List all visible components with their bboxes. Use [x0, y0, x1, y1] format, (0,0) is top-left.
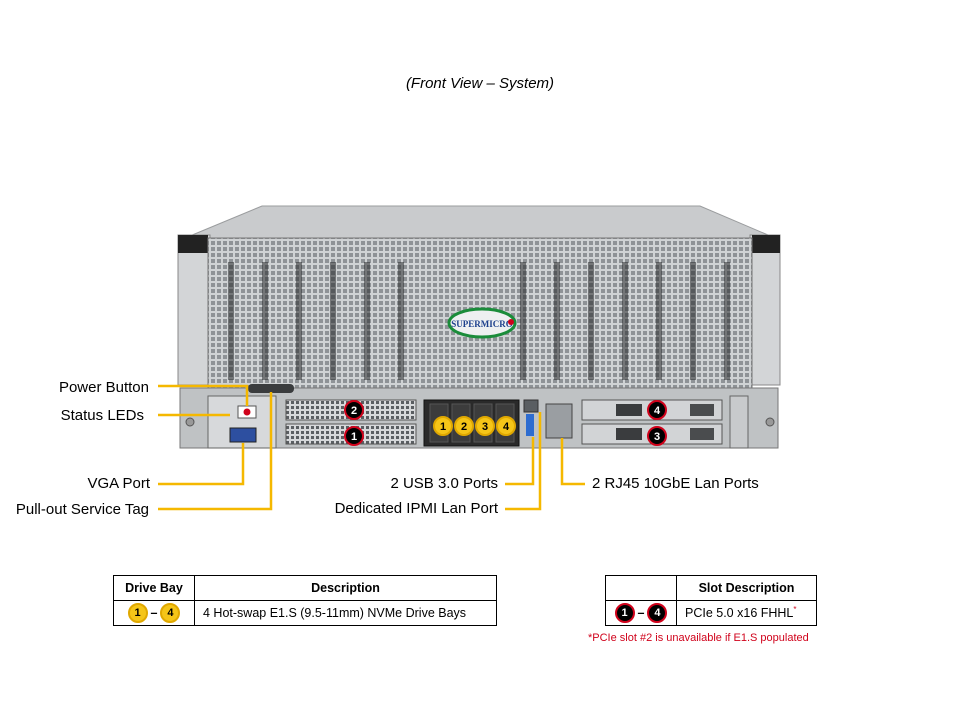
- svg-text:4: 4: [654, 405, 661, 417]
- svg-text:3: 3: [482, 421, 488, 433]
- left-rack-ear: [177, 234, 211, 386]
- logo-text: SUPERMICRO: [451, 319, 513, 329]
- slot-range: 1–4: [605, 600, 677, 626]
- vga-port-label: VGA Port: [87, 475, 150, 492]
- vga-port-graphic: [229, 427, 257, 443]
- svg-text:1: 1: [440, 421, 446, 433]
- status-leds-label: Status LEDs: [60, 407, 144, 424]
- drive-bay-badge-1: 1: [433, 416, 453, 436]
- pcie-slot-badge-3: 3: [647, 426, 667, 446]
- ipmi-port-callout-line: [505, 412, 542, 511]
- drive-bay-table: Drive Bay Description 1–4 4 Hot-swap E1.…: [113, 575, 497, 626]
- drive-description: 4 Hot-swap E1.S (9.5-11mm) NVMe Drive Ba…: [194, 600, 497, 626]
- slot-range-separator: –: [637, 606, 645, 620]
- pcie-footnote: *PCIe slot #2 is unavailable if E1.S pop…: [588, 632, 809, 644]
- drive-bay-header: Drive Bay: [113, 575, 195, 601]
- slot-blank-header: [605, 575, 677, 601]
- slot-description-cell: PCIe 5.0 x16 FHHL*: [676, 600, 817, 626]
- service-tag-callout-line: [158, 392, 273, 511]
- svg-text:2: 2: [351, 405, 357, 417]
- service-tag-label: Pull-out Service Tag: [15, 501, 149, 518]
- service-tag-graphic: [248, 384, 294, 393]
- drive-badge-end: 4: [160, 603, 181, 623]
- slot-badge-start: 1: [614, 603, 635, 623]
- rj45-ports-callout-line: [560, 438, 585, 486]
- right-rack-ear: [749, 234, 781, 386]
- pcie-slot-badge-4: 4: [647, 400, 667, 420]
- slot-description: PCIe 5.0 x16 FHHL: [685, 606, 794, 621]
- drive-bay-badge-3: 3: [475, 416, 495, 436]
- drive-bay-badge-4: 4: [496, 416, 516, 436]
- svg-text:4: 4: [503, 421, 510, 433]
- rj45-ports-graphic: [545, 403, 573, 439]
- vga-port-callout-line: [158, 443, 245, 486]
- drive-bay-badge-2: 2: [454, 416, 474, 436]
- power-button-label: Power Button: [58, 379, 149, 396]
- slot-footnote-mark: *: [793, 605, 797, 615]
- drive-description-header: Description: [194, 575, 497, 601]
- svg-text:3: 3: [654, 431, 660, 443]
- slot-badge-end: 4: [647, 603, 668, 623]
- usb-ports-label: 2 USB 3.0 Ports: [390, 475, 498, 492]
- rj45-ports-label: 2 RJ45 10GbE Lan Ports: [592, 475, 759, 492]
- power-button-callout-line: [158, 384, 249, 406]
- slot-table: Slot Description 1–4 PCIe 5.0 x16 FHHL*: [605, 575, 817, 626]
- usb-ports-callout-line: [505, 437, 535, 486]
- pcie-slot-badge-1: 1: [344, 426, 364, 446]
- pcie-slot-badge-2: 2: [344, 400, 364, 420]
- svg-text:1: 1: [351, 431, 357, 443]
- usb-ports-graphic: [526, 414, 534, 436]
- supermicro-logo: SUPERMICRO: [447, 307, 517, 339]
- ipmi-port-label: Dedicated IPMI Lan Port: [334, 500, 498, 517]
- ipmi-port-graphic: [523, 399, 539, 413]
- svg-text:2: 2: [461, 421, 467, 433]
- drive-range-separator: –: [150, 606, 158, 620]
- slot-description-header: Slot Description: [676, 575, 817, 601]
- drive-bay-range: 1–4: [113, 600, 195, 626]
- view-title: (Front View – System): [405, 75, 555, 92]
- drive-badge-start: 1: [127, 603, 148, 623]
